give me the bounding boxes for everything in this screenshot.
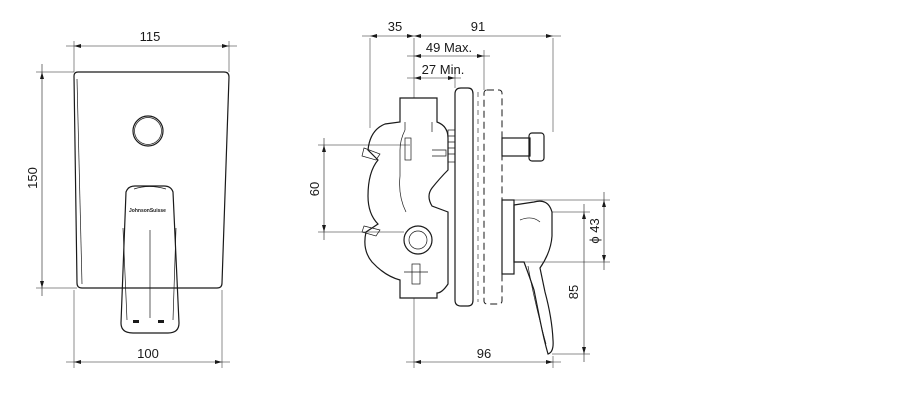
cartridge-port-inner	[408, 230, 428, 250]
front-lever-edge	[122, 227, 177, 321]
dim-lever-width: 100	[137, 346, 159, 361]
cover-plate	[73, 71, 230, 289]
diverter-button	[132, 115, 164, 147]
diverter-stem	[501, 137, 531, 157]
diverter-cap	[528, 132, 545, 162]
dim-depth-left: 35	[388, 19, 402, 34]
brand-label: JohnsonSuisse	[129, 208, 166, 214]
lever-mark-left	[133, 320, 139, 323]
dim-diameter: ϕ 43	[587, 218, 602, 243]
extension-sleeve	[483, 89, 503, 305]
mixer-body	[364, 97, 449, 299]
cartridge-port-outer	[403, 225, 433, 255]
dim-spacing: 60	[307, 182, 322, 196]
dim-max: 49 Max.	[426, 40, 472, 55]
dim-width: 115	[140, 29, 161, 44]
side-view: 35 91 49 Max. 27 Min. 60 96 85	[307, 19, 610, 368]
side-cover-plate	[454, 87, 474, 307]
mixer-body-inner	[399, 122, 433, 213]
side-lever	[513, 200, 554, 355]
cover-plate-inner-edge	[76, 78, 83, 285]
dim-depth-right: 91	[471, 19, 485, 34]
dim-lever-height: 85	[566, 285, 581, 299]
dim-lever-reach: 96	[477, 346, 491, 361]
lever-mark-right	[158, 320, 164, 323]
dim-height: 150	[25, 167, 40, 189]
lever-hub	[501, 199, 515, 275]
front-view: JohnsonSuisse 115 150 100	[25, 29, 237, 368]
dim-min: 27 Min.	[422, 62, 465, 77]
upper-port	[404, 137, 412, 161]
front-lever-top-cap	[133, 186, 167, 190]
front-lever-handle	[120, 185, 180, 334]
side-lever-highlight	[519, 217, 547, 345]
diverter-button-ring	[134, 117, 162, 145]
body-connector	[447, 129, 456, 163]
